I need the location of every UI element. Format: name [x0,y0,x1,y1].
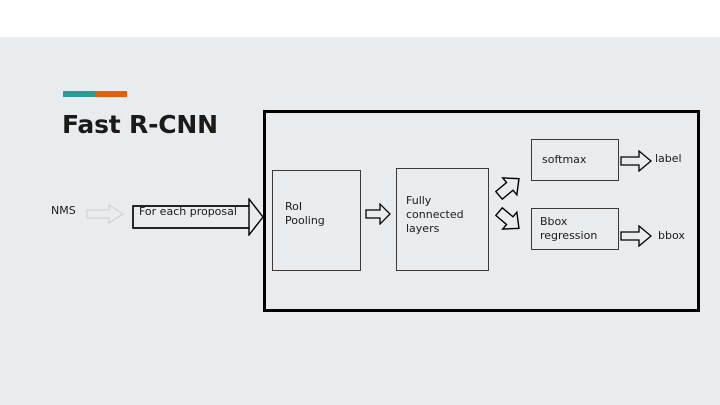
page-title: Fast R-CNN [62,110,218,139]
node-label-roi-pooling: RoI Pooling [285,200,325,227]
arrow-fc-to-bbox-regression-icon [494,206,520,230]
title-accent-bar [63,91,127,97]
node-label-bbox-regression: Bbox regression [540,215,598,242]
node-label-fully-connected-layers: Fully connected layers [406,194,464,235]
accent-bar-segment-teal [63,91,95,97]
network-container-box [263,110,700,312]
node-box-roi-pooling [272,170,361,271]
arrow-for-each-proposal-icon [132,198,264,236]
arrow-bbox-regression-to-bbox-icon [620,225,652,247]
node-box-fully-connected-layers [396,168,489,271]
node-box-bbox-regression [531,208,619,250]
arrow-softmax-to-label-icon [620,150,652,172]
node-label-softmax: softmax [542,153,587,166]
node-box-softmax [531,139,619,181]
node-label-nms: NMS [51,204,76,217]
arrow-nms-to-proposal-icon [86,204,124,224]
node-label-output-label: label [655,152,682,165]
node-label-for-each-proposal: For each proposal [139,205,237,218]
accent-bar-segment-orange [95,91,127,97]
arrow-roi-to-fc-icon [365,203,391,225]
node-label-output-bbox: bbox [658,229,685,242]
arrow-fc-to-softmax-icon [494,177,520,201]
